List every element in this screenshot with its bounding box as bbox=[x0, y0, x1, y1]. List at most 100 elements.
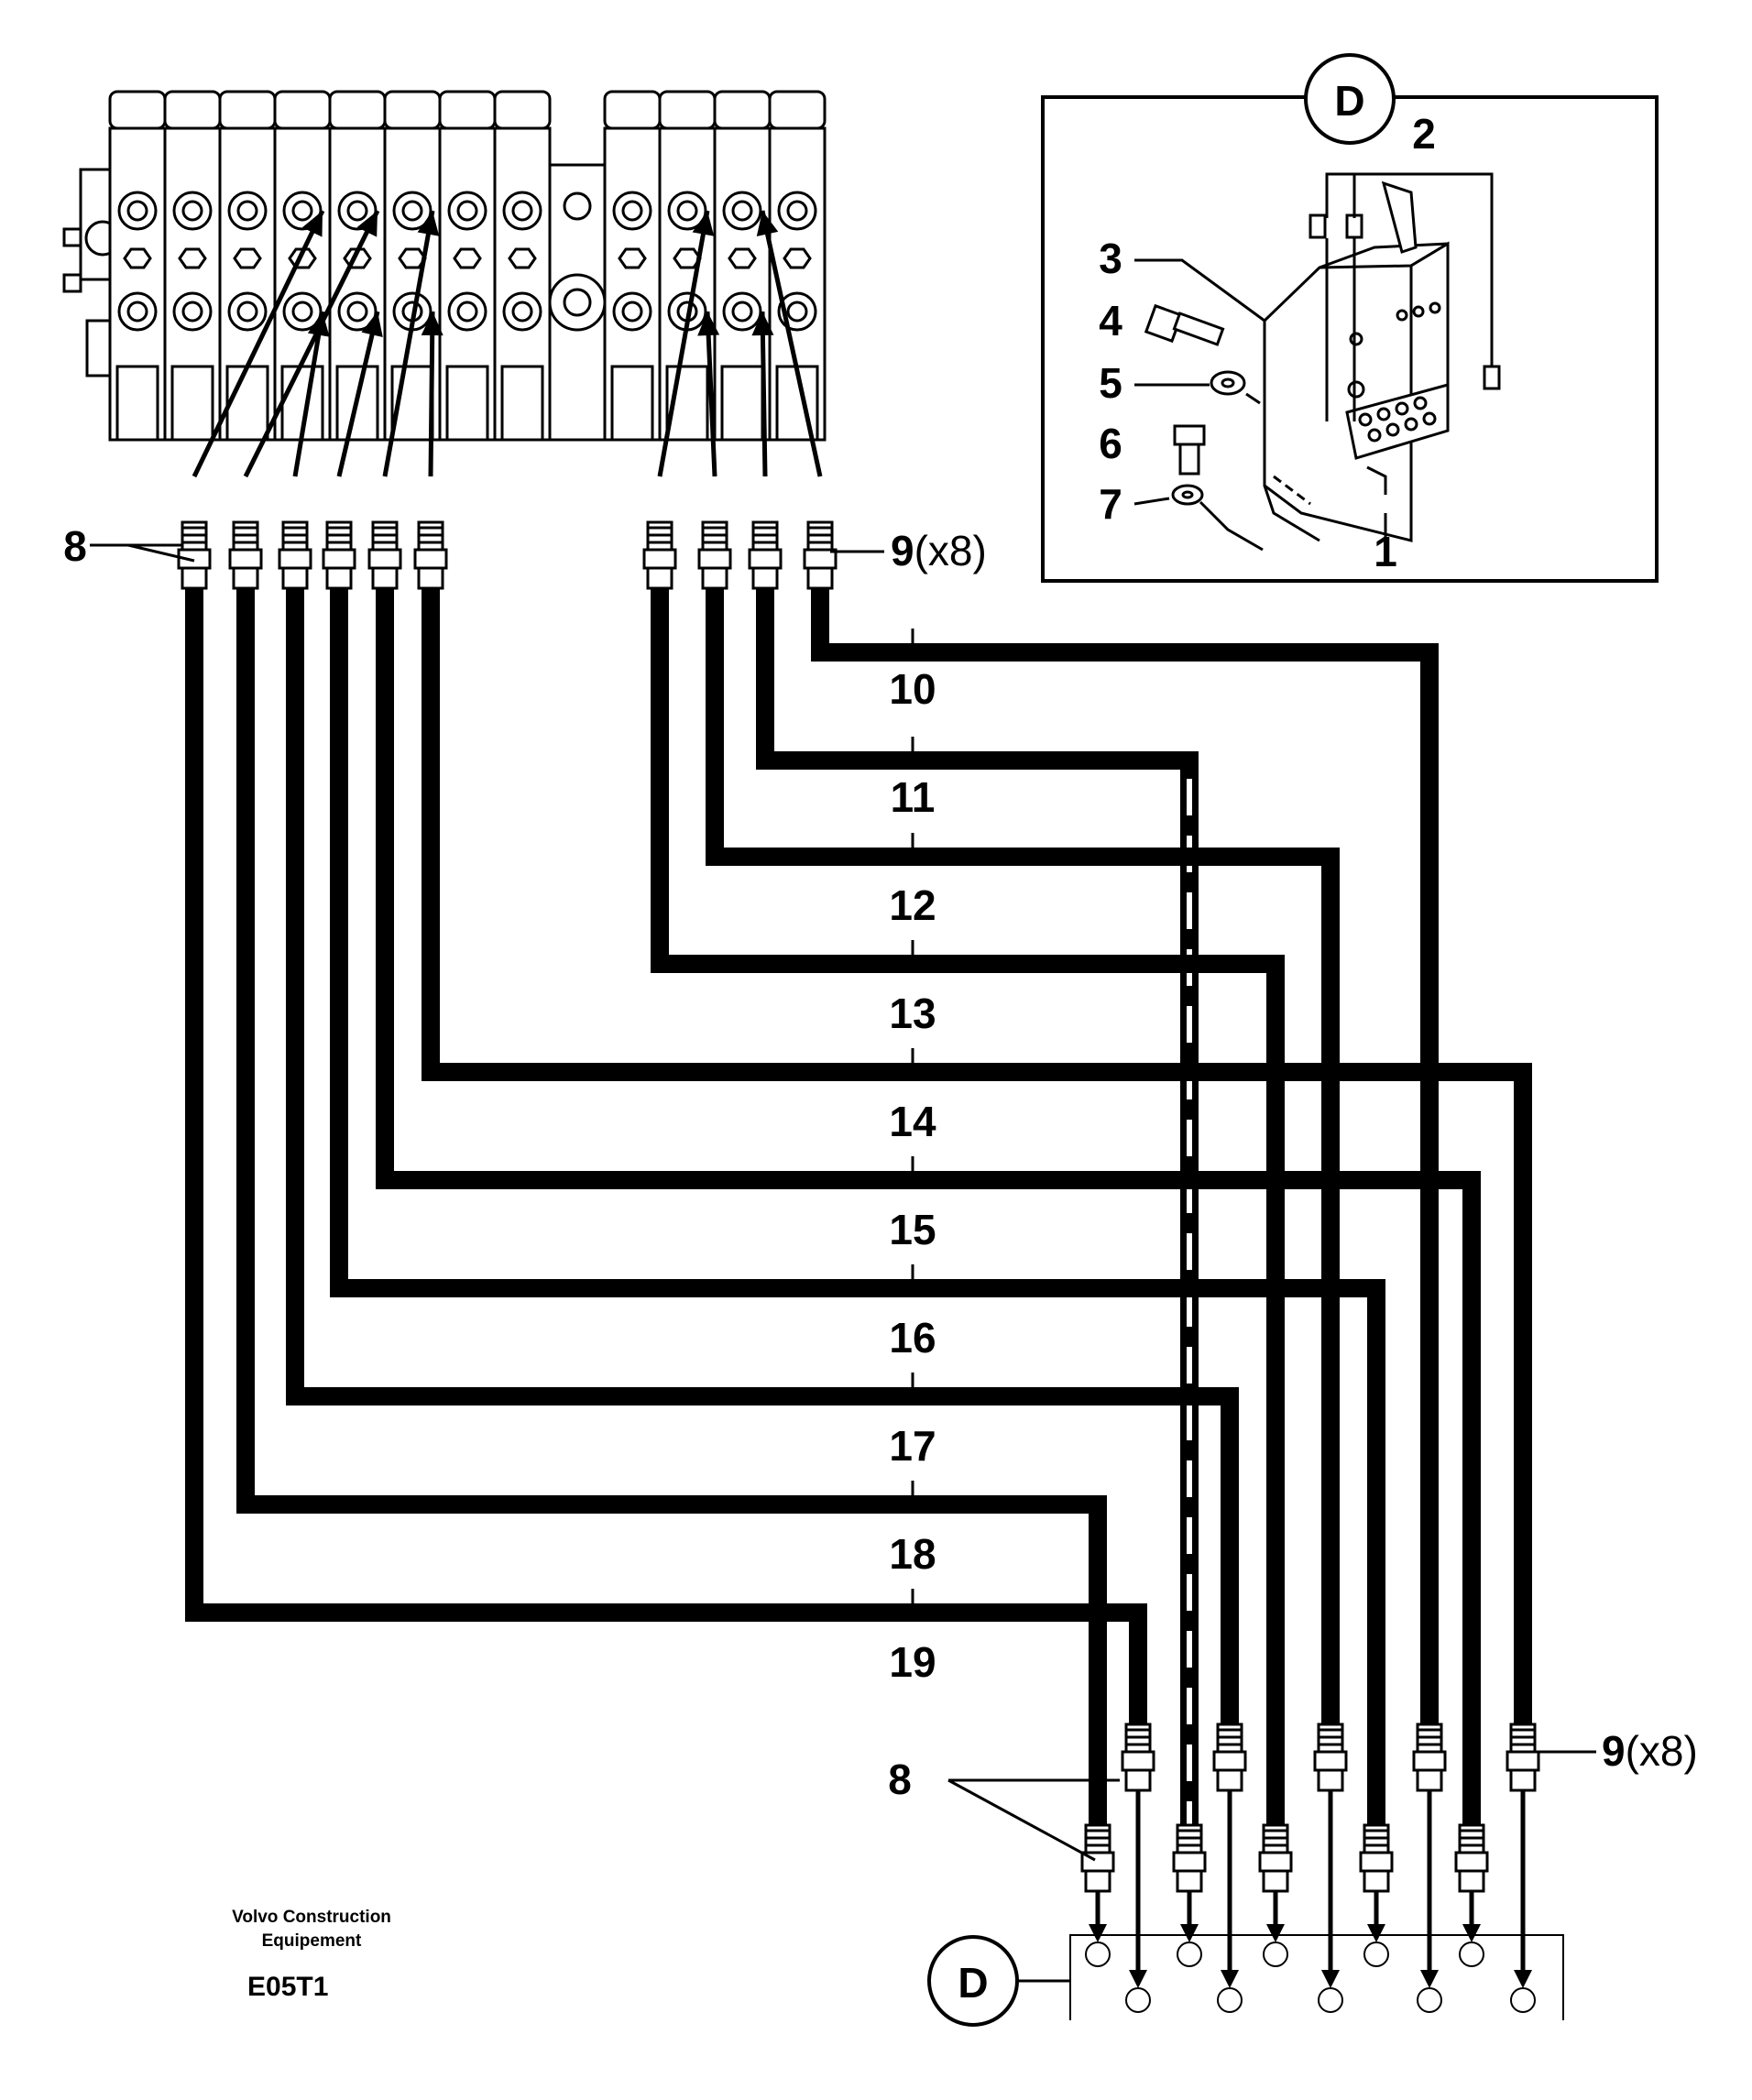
port-circle-lower bbox=[1217, 1987, 1243, 2013]
fitting-body bbox=[1084, 1869, 1111, 1893]
hose-fitting bbox=[322, 520, 356, 590]
hose-fitting bbox=[1412, 1723, 1447, 1792]
inset-leaders bbox=[1133, 172, 1494, 552]
fitting-nipples bbox=[1309, 213, 1501, 390]
port-circle-upper bbox=[1459, 1941, 1484, 1967]
fitting-body bbox=[1363, 1869, 1390, 1893]
valve-leader bbox=[760, 210, 823, 477]
valve-hex-plug bbox=[233, 247, 262, 269]
inset-label-7: 7 bbox=[1099, 480, 1122, 528]
valve-spool-cap bbox=[383, 90, 442, 130]
fitting-body bbox=[1124, 1768, 1152, 1792]
valve-spool-end bbox=[610, 365, 654, 442]
fitting-hex bbox=[413, 548, 448, 570]
valve-leader-arrowhead bbox=[751, 312, 774, 336]
callout-circle-d-bottom bbox=[927, 1935, 1019, 2027]
port-block-d: D bbox=[927, 1790, 1564, 2027]
inset-label-5: 5 bbox=[1099, 359, 1122, 407]
port-circle-lower bbox=[1510, 1987, 1536, 2013]
hose-label-11: 11 bbox=[891, 773, 936, 821]
valve-spool-cap bbox=[713, 90, 772, 130]
valve-spool-cap bbox=[658, 90, 717, 130]
valve-port-b-core bbox=[291, 301, 313, 323]
valve-port-b-core bbox=[126, 301, 148, 323]
hose-fitting bbox=[1172, 1823, 1207, 1893]
fitting-body bbox=[1176, 1869, 1203, 1893]
port-circle-lower bbox=[1125, 1987, 1151, 2013]
port-arrowhead bbox=[1462, 1924, 1481, 1942]
valve-port-a-core bbox=[126, 200, 148, 222]
port-circle-upper bbox=[1263, 1941, 1288, 1967]
hose-line bbox=[236, 586, 1107, 1834]
valve-port-a-core bbox=[346, 200, 368, 222]
fitting-hex bbox=[1506, 1750, 1540, 1772]
port-arrowhead bbox=[1514, 1970, 1532, 1988]
port-circle-upper bbox=[1085, 1941, 1111, 1967]
valve-port-a-core bbox=[621, 200, 643, 222]
valve-leader bbox=[760, 311, 768, 477]
fitting-body bbox=[181, 566, 208, 590]
hose-line bbox=[651, 586, 1285, 1834]
hose-fitting bbox=[1454, 1823, 1489, 1893]
fitting-label-9-bottom-qty: (x8) bbox=[1626, 1727, 1698, 1775]
fitting-label-9-top-num: 9 bbox=[891, 527, 914, 574]
valve-leader bbox=[657, 210, 710, 477]
valve-port-a-core bbox=[731, 200, 753, 222]
fitting-body bbox=[281, 566, 309, 590]
hose-fitting bbox=[1212, 1723, 1247, 1792]
hose-line bbox=[185, 586, 1147, 1724]
valve-inlet-port-small bbox=[563, 191, 592, 221]
valve-spool-end bbox=[445, 365, 489, 442]
port-arrowhead bbox=[1089, 1924, 1107, 1942]
valve-leader-arrowhead bbox=[756, 211, 779, 236]
fitting-label-9-top-qty: (x8) bbox=[914, 527, 987, 574]
fitting-hex bbox=[1121, 1750, 1155, 1772]
fitting-label-9-bottom-num: 9 bbox=[1602, 1727, 1626, 1775]
valve-spool-cap bbox=[603, 90, 662, 130]
fitting-hex bbox=[322, 548, 356, 570]
valve-spool-end bbox=[225, 365, 269, 442]
port-circle-lower bbox=[1318, 1987, 1343, 2013]
fitting-body bbox=[417, 566, 444, 590]
hose-fitting bbox=[697, 520, 732, 590]
valve-spool-cap bbox=[493, 90, 552, 130]
hose-fitting bbox=[1313, 1723, 1348, 1792]
hose-label-18: 18 bbox=[889, 1530, 936, 1578]
valve-spool-cap bbox=[768, 90, 827, 130]
hose-label-14: 14 bbox=[889, 1098, 936, 1145]
valve-leader-arrowhead bbox=[301, 211, 323, 237]
valve-port-b-core bbox=[511, 301, 533, 323]
port-arrowhead bbox=[1266, 1924, 1285, 1942]
valve-spool-cap bbox=[273, 90, 332, 130]
fitting-body bbox=[1509, 1768, 1537, 1792]
valve-hex-plug bbox=[618, 247, 647, 269]
hose-line bbox=[330, 586, 1385, 1834]
fitting-body bbox=[371, 566, 399, 590]
hose-fittings bbox=[177, 520, 1540, 1893]
hose-fitting bbox=[1258, 1823, 1293, 1893]
valve-leader bbox=[243, 209, 380, 478]
port-arrowhead bbox=[1420, 1970, 1439, 1988]
fitting-hex bbox=[1172, 1851, 1207, 1873]
port-arrowhead bbox=[1180, 1924, 1199, 1942]
valve-hex-plug bbox=[728, 247, 757, 269]
hose-label-12: 12 bbox=[889, 881, 936, 929]
valve-port-a-core bbox=[181, 200, 203, 222]
fitting-hex bbox=[697, 548, 732, 570]
valve-port-b-core bbox=[621, 301, 643, 323]
valve-port-b-core bbox=[346, 301, 368, 323]
callout-letter-d-bottom: D bbox=[958, 1959, 988, 2007]
hose-paths bbox=[185, 209, 1532, 1834]
port-circle-upper bbox=[1177, 1941, 1202, 1967]
valve-leader bbox=[292, 311, 325, 477]
fitting-body bbox=[1262, 1869, 1289, 1893]
valve-leader bbox=[428, 311, 435, 477]
valve-spool-cap bbox=[218, 90, 277, 130]
hose-label-19: 19 bbox=[889, 1638, 936, 1686]
hose-fitting bbox=[748, 520, 783, 590]
valve-leader-arrowhead bbox=[356, 211, 378, 237]
valve-leader-arrowhead bbox=[307, 312, 330, 337]
hose-line bbox=[756, 586, 1199, 1834]
manufacturer-line-2: Equipement bbox=[262, 1931, 362, 1951]
fitting-body bbox=[646, 566, 673, 590]
